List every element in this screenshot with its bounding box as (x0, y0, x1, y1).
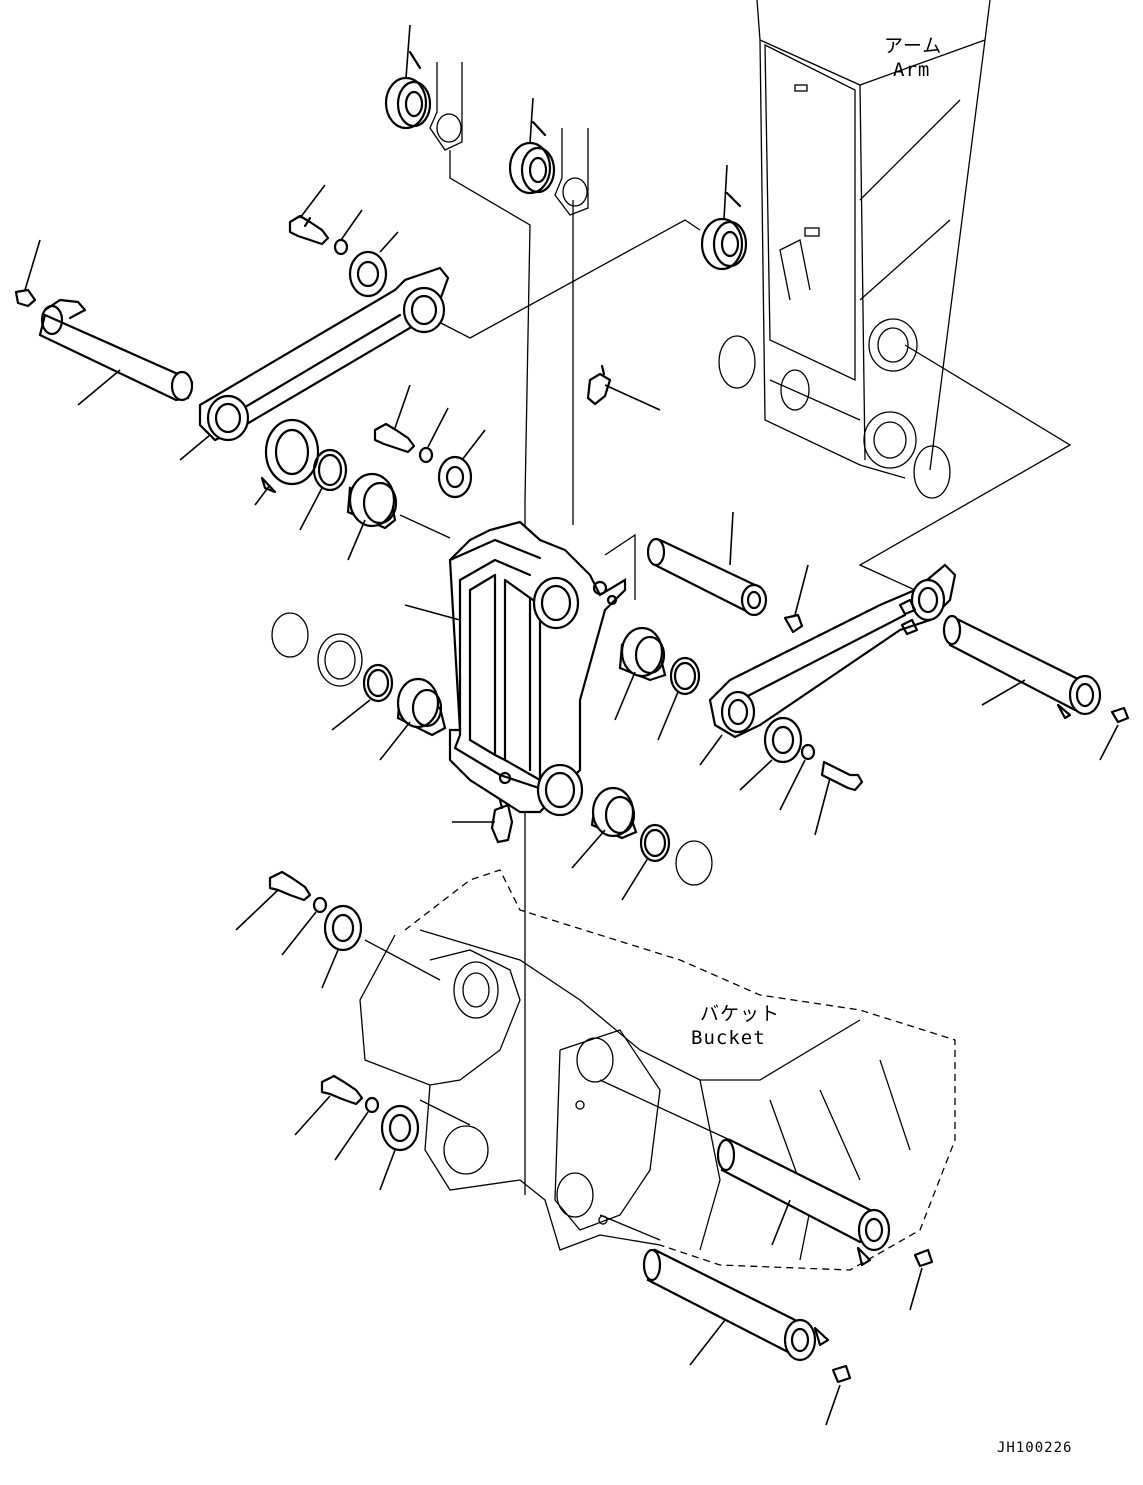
bucket-outline: バケット Bucket (359, 869, 956, 1271)
seals-right (571, 626, 713, 901)
bucket-label-jp: バケット (700, 1003, 780, 1025)
bolt-set-upper-left (288, 184, 399, 298)
shim-set-top-center (508, 97, 589, 216)
grease-fitting-lower (452, 798, 514, 844)
bucket-label-en: Bucket (691, 1027, 766, 1049)
drawing-code: JH100226 (997, 1440, 1072, 1456)
pin-right-long (942, 614, 1130, 761)
grease-fitting-upper (586, 364, 661, 411)
link-right (699, 563, 957, 766)
link-left (179, 266, 450, 461)
bolt-set-bucket-upper (235, 870, 363, 989)
pin-bucket-lower (642, 1248, 852, 1426)
arm-label-jp: アーム (884, 35, 942, 57)
pin-upper-left (14, 239, 194, 406)
bolt-set-bucket-lower (294, 1074, 420, 1191)
seals-left (254, 418, 398, 561)
arm-outline: アーム Arm (718, 0, 991, 499)
pin-upper-right (646, 511, 809, 634)
bolt-set-right (739, 716, 864, 836)
shim-set-top-left (384, 24, 463, 151)
bolt-set-middle (373, 384, 486, 499)
shim-set-top-right (700, 164, 748, 271)
arm-label-en: Arm (893, 59, 930, 81)
assembly-guide-lines (364, 150, 1072, 1241)
pin-bucket-upper (716, 1138, 934, 1311)
bracket-assembly (404, 520, 627, 817)
seals-lower-left (271, 612, 447, 761)
